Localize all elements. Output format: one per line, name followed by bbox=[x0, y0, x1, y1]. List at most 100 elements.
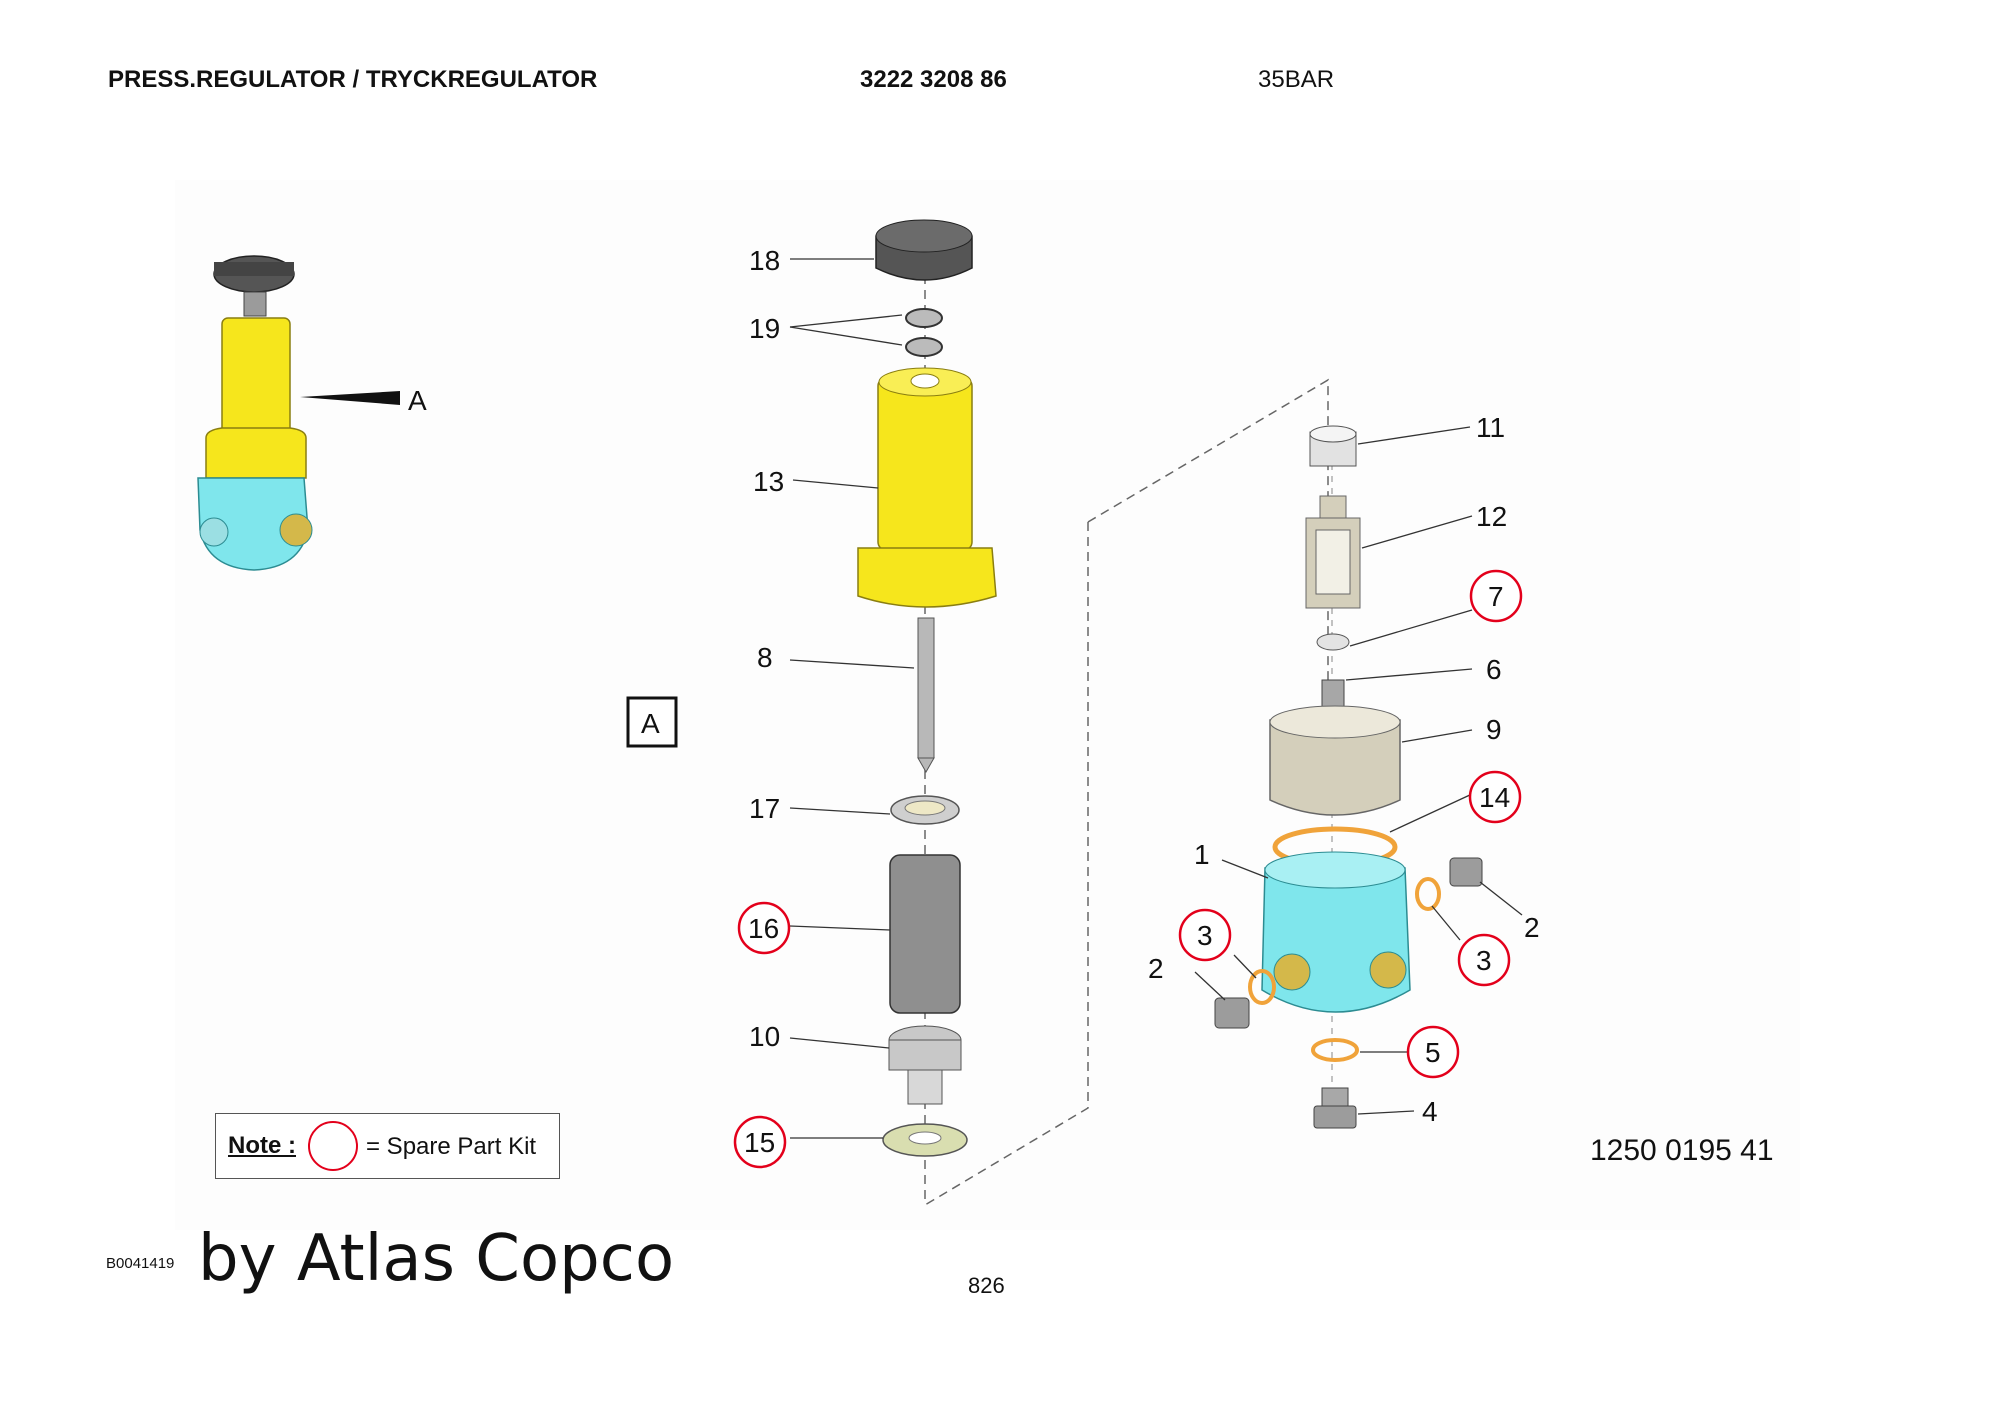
spare-kit-circle-14 bbox=[1468, 770, 1522, 824]
callout-1: 1 bbox=[1194, 839, 1210, 870]
leader-19b bbox=[789, 326, 903, 346]
leader-4 bbox=[1357, 1110, 1415, 1115]
overview-port-left bbox=[199, 517, 229, 547]
spare-part-kit-note: Note : = Spare Part Kit bbox=[215, 1113, 560, 1179]
part-5-o-ring bbox=[1311, 1038, 1359, 1062]
overview-bonnet-flange bbox=[205, 427, 307, 479]
part-1-body-top bbox=[1264, 851, 1406, 889]
drawing-code: B0041419 bbox=[106, 1255, 175, 1272]
callout-8: 8 bbox=[757, 642, 773, 673]
part-1-body bbox=[1261, 867, 1411, 1013]
overview-bonnet bbox=[221, 317, 291, 439]
spare-kit-circle-3-left bbox=[1178, 908, 1232, 962]
leader-10 bbox=[789, 1037, 890, 1049]
leader-16 bbox=[789, 925, 891, 931]
leader-3-right bbox=[1431, 905, 1461, 941]
leader-12 bbox=[1361, 515, 1473, 549]
part-13-bonnet-flange bbox=[857, 547, 997, 608]
callout-3-right: 3 bbox=[1476, 945, 1492, 976]
leader-3-left bbox=[1233, 954, 1257, 979]
part-12-cage-window bbox=[1315, 529, 1351, 595]
spare-kit-circle-16 bbox=[737, 901, 791, 955]
callout-13: 13 bbox=[753, 466, 784, 497]
leader-9 bbox=[1401, 729, 1473, 743]
overview-port-right bbox=[279, 513, 313, 547]
callout-17: 17 bbox=[749, 793, 780, 824]
part-4-plug-thread bbox=[1321, 1087, 1349, 1107]
part-12-cage-stem bbox=[1319, 495, 1347, 519]
part-2-plug-left bbox=[1214, 997, 1250, 1029]
leader-19a bbox=[789, 314, 903, 328]
part-13-bonnet-bore bbox=[910, 373, 940, 389]
leader-2-left bbox=[1194, 971, 1226, 1001]
leader-14 bbox=[1389, 793, 1473, 833]
callout-11: 11 bbox=[1476, 412, 1505, 443]
leader-11 bbox=[1357, 426, 1471, 445]
callout-5: 5 bbox=[1425, 1037, 1441, 1068]
leader-7 bbox=[1349, 609, 1473, 647]
leader-lines bbox=[789, 258, 1523, 1139]
callout-2-right: 2 bbox=[1524, 912, 1540, 943]
callout-14: 14 bbox=[1479, 782, 1510, 813]
page-number: 826 bbox=[968, 1273, 1005, 1298]
note-label: Note : bbox=[228, 1132, 296, 1159]
callout-15: 15 bbox=[744, 1127, 775, 1158]
part-18-knob-top bbox=[875, 219, 973, 253]
part-19-nut-lower bbox=[905, 337, 943, 357]
callout-19: 19 bbox=[749, 313, 780, 344]
part-10-piston-stem bbox=[907, 1069, 943, 1105]
callout-3-left: 3 bbox=[1197, 920, 1213, 951]
part-13-bonnet bbox=[877, 377, 973, 551]
drawing-reference-number: 1250 0195 41 bbox=[1590, 1134, 1774, 1167]
spare-kit-circle-7 bbox=[1469, 569, 1523, 623]
spare-kit-markers bbox=[733, 569, 1523, 1169]
note-spare-kit-circle-icon bbox=[308, 1121, 358, 1171]
part-17-spring-seat-inner bbox=[904, 800, 946, 816]
part-7-seal bbox=[1316, 633, 1350, 651]
part-2-plug-right bbox=[1449, 857, 1483, 887]
part-1-port-right bbox=[1369, 951, 1407, 989]
drawing-title: PRESS.REGULATOR / TRYCKREGULATOR bbox=[108, 66, 598, 93]
callout-2-left: 2 bbox=[1148, 953, 1164, 984]
callout-10: 10 bbox=[749, 1021, 780, 1052]
part-3-washer-left bbox=[1248, 969, 1276, 1005]
spare-kit-circle-3-right bbox=[1457, 933, 1511, 987]
part-15-diaphragm-hole bbox=[908, 1131, 942, 1145]
callout-12: 12 bbox=[1476, 501, 1507, 532]
assembled-regulator-view bbox=[197, 255, 400, 571]
part-number: 3222 3208 86 bbox=[860, 66, 1007, 93]
part-9-housing-top bbox=[1269, 705, 1401, 739]
part-4-plug-head bbox=[1313, 1105, 1357, 1129]
part-1-port-left bbox=[1273, 953, 1311, 991]
part-8-screw-tip bbox=[917, 757, 935, 774]
leader-17 bbox=[789, 807, 891, 815]
part-8-adjusting-screw bbox=[917, 617, 935, 759]
callout-9: 9 bbox=[1486, 714, 1502, 745]
callout-4: 4 bbox=[1422, 1096, 1438, 1127]
leader-8 bbox=[789, 659, 915, 669]
leader-1 bbox=[1221, 859, 1269, 879]
part-19-nut-upper bbox=[905, 308, 943, 328]
view-arrow-label: A bbox=[408, 385, 427, 416]
leader-6 bbox=[1345, 668, 1473, 681]
overview-knob-side bbox=[214, 262, 294, 276]
pressure-rating: 35BAR bbox=[1258, 66, 1335, 93]
leader-2-right bbox=[1479, 881, 1523, 916]
note-text: = Spare Part Kit bbox=[366, 1133, 537, 1160]
leader-13 bbox=[792, 479, 879, 489]
callout-18: 18 bbox=[749, 245, 780, 276]
view-arrow-icon bbox=[300, 391, 400, 405]
view-a-box bbox=[626, 696, 678, 748]
part-11-bush-top bbox=[1309, 425, 1357, 443]
part-3-washer-right bbox=[1415, 877, 1441, 911]
part-10-piston-body bbox=[888, 1039, 962, 1071]
part-16-spring bbox=[889, 854, 961, 1014]
spare-kit-circle-15 bbox=[733, 1115, 787, 1169]
spare-kit-circle-5 bbox=[1406, 1025, 1460, 1079]
callout-6: 6 bbox=[1486, 654, 1502, 685]
overview-stem bbox=[243, 291, 267, 317]
callout-7: 7 bbox=[1488, 581, 1504, 612]
part-9-housing bbox=[1269, 719, 1401, 816]
manufacturer-byline: by Atlas Copco bbox=[198, 1222, 675, 1296]
